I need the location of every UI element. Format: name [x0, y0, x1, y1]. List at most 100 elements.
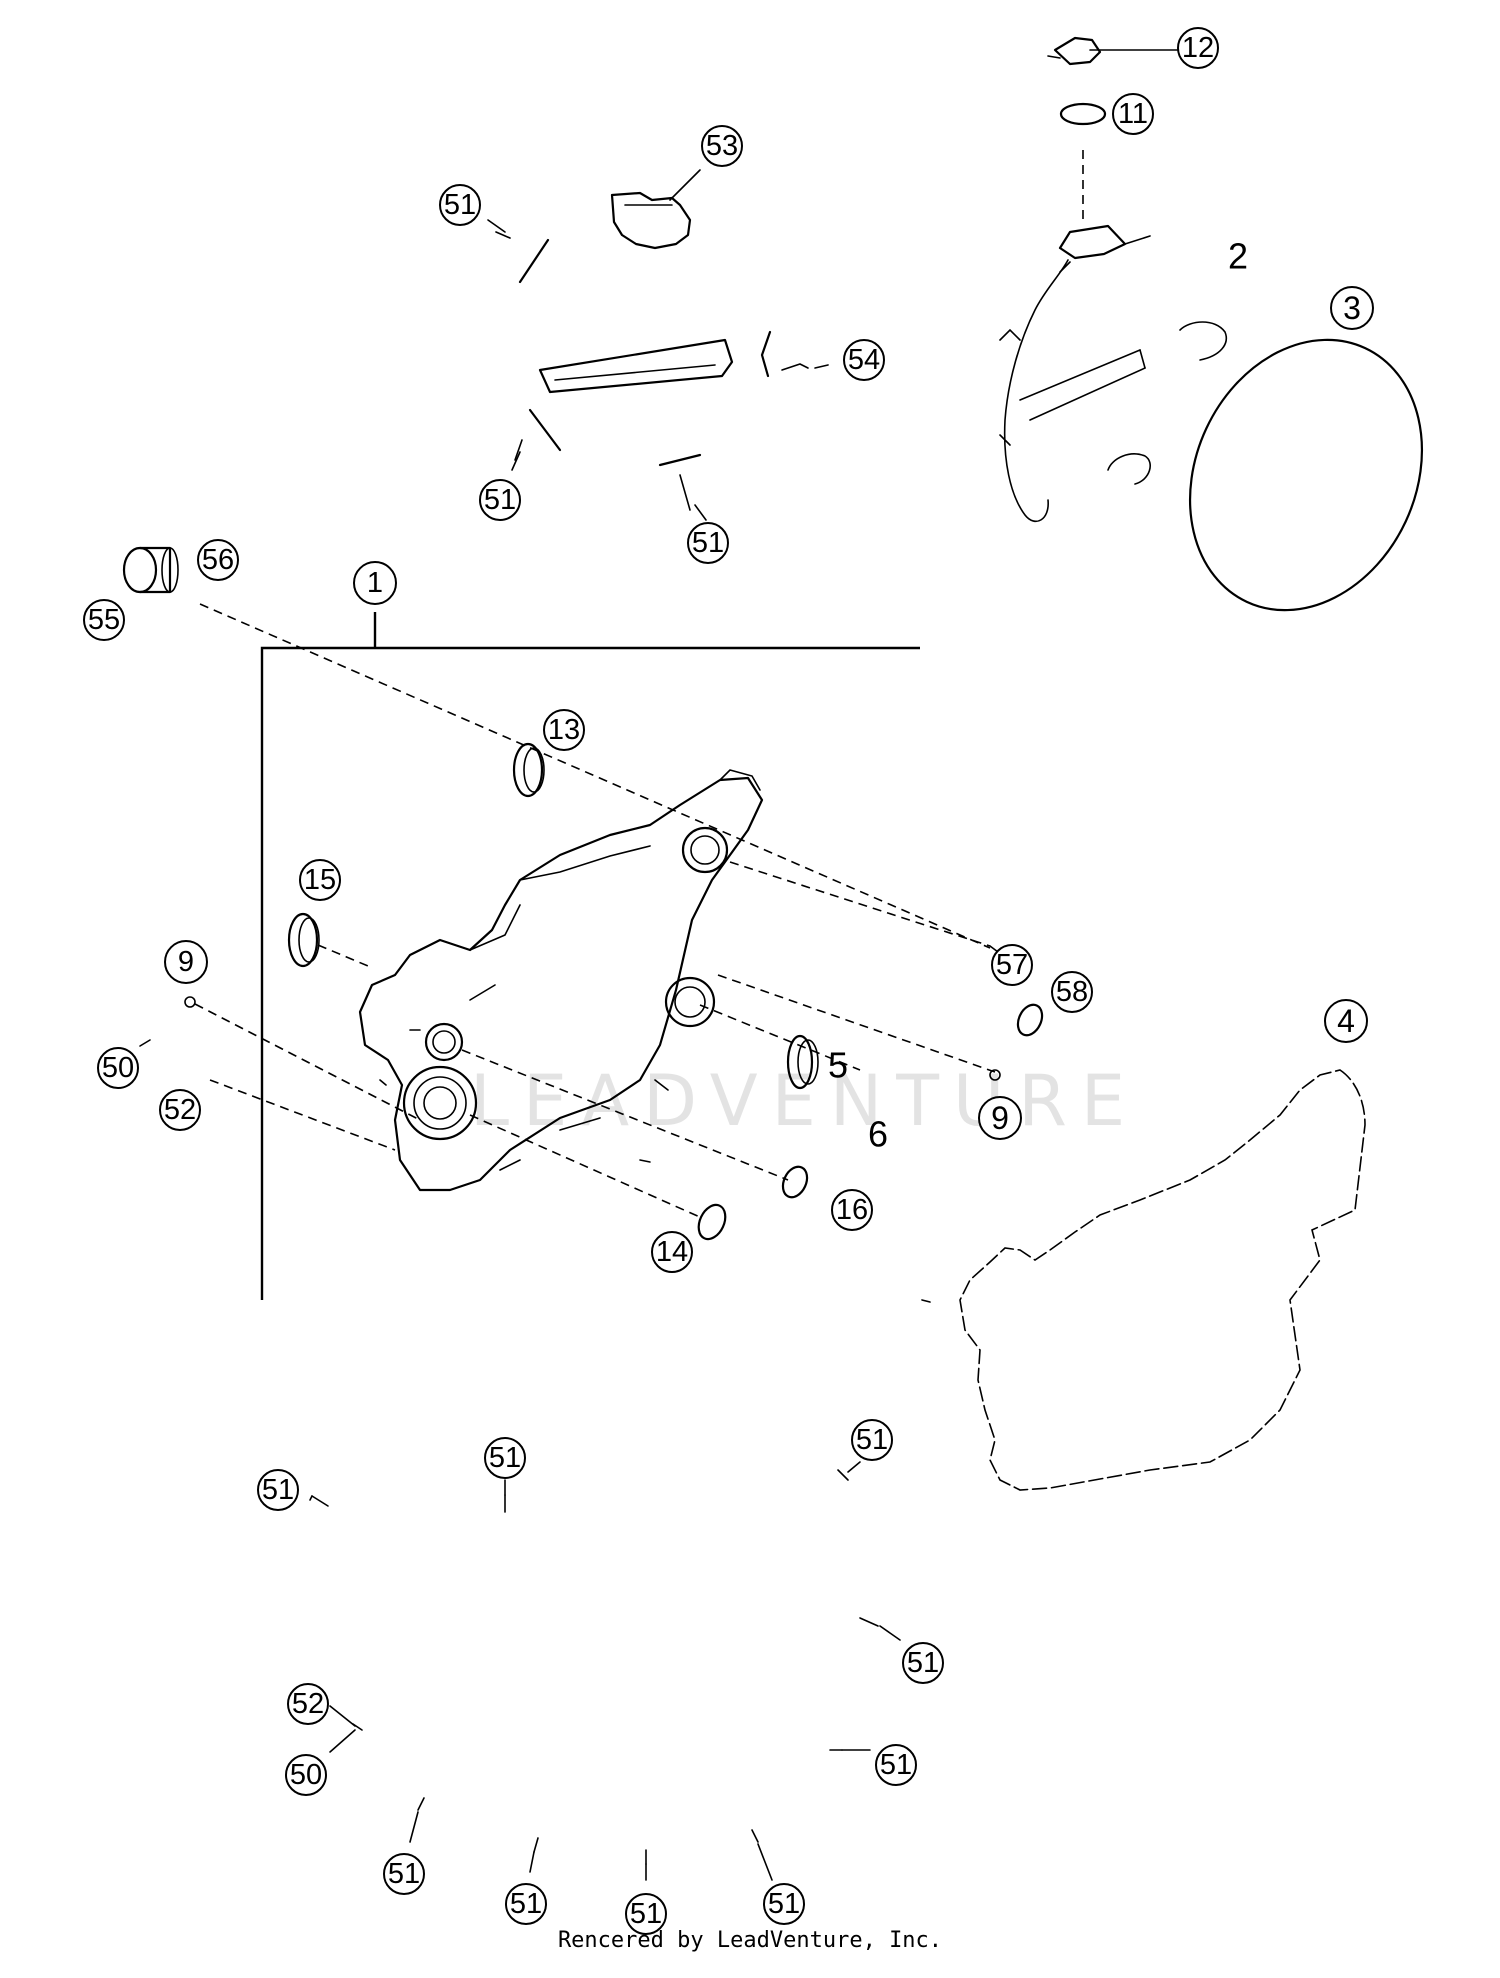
callout-13: 13 [543, 709, 585, 751]
kit-bracket [260, 646, 920, 1300]
svg-text:52: 52 [292, 1688, 324, 1720]
svg-text:52: 52 [164, 1094, 196, 1126]
svg-text:57: 57 [996, 949, 1028, 981]
part-4-cover-gasket [921, 1069, 1366, 1491]
axis-52 [209, 1079, 396, 1151]
svg-text:51: 51 [856, 1424, 888, 1456]
callout-51-b7: 51 [505, 1883, 547, 1925]
callout-51-left: 51 [479, 479, 521, 521]
svg-text:11: 11 [1118, 98, 1148, 130]
callout-53: 53 [701, 125, 743, 167]
callout-15: 15 [299, 859, 341, 901]
svg-text:51: 51 [489, 1442, 521, 1474]
axis-14 [469, 1114, 703, 1219]
render-credit: Rencered by LeadVenture, Inc. [557, 1928, 943, 1953]
svg-text:51: 51 [907, 1647, 939, 1679]
svg-text:50: 50 [290, 1759, 322, 1791]
svg-text:1: 1 [367, 567, 383, 599]
callout-11: 11 [1112, 93, 1154, 135]
callout-51-top: 51 [439, 184, 481, 226]
callout-3: 3 [1330, 286, 1374, 330]
svg-text:56: 56 [202, 544, 234, 576]
svg-text:4: 4 [1337, 1003, 1355, 1039]
svg-text:9: 9 [178, 946, 194, 978]
callout-14: 14 [651, 1231, 693, 1273]
callout-51-b2: 51 [484, 1437, 526, 1479]
callout-52-bottom: 52 [287, 1683, 329, 1725]
part-15-seal [287, 912, 320, 968]
callout-4: 4 [1324, 999, 1368, 1043]
part-16-seal [781, 1165, 809, 1199]
axis-16 [461, 1049, 789, 1181]
callout-9-right: 9 [978, 1096, 1022, 1140]
part-51-bolt-left [514, 408, 562, 461]
part-50-washer-left [139, 1039, 151, 1047]
part-53-cap [610, 191, 692, 250]
callout-51-b3: 51 [851, 1419, 893, 1461]
part-12-plug [1047, 36, 1102, 66]
svg-text:15: 15 [304, 864, 336, 896]
callout-50-bottom: 50 [285, 1754, 327, 1796]
callout-52-left: 52 [159, 1089, 201, 1131]
callout-2: 2 [1228, 236, 1248, 277]
svg-text:51: 51 [484, 484, 516, 516]
part-14-seal [697, 1203, 727, 1241]
part-5-bearing [786, 1034, 819, 1090]
svg-text:53: 53 [706, 130, 738, 162]
part-58-oring [1016, 1003, 1044, 1037]
svg-text:58: 58 [1056, 976, 1088, 1008]
svg-text:51: 51 [692, 527, 724, 559]
svg-text:9: 9 [991, 1100, 1009, 1136]
svg-text:51: 51 [880, 1749, 912, 1781]
part-51-bolt-right [658, 453, 702, 511]
axis-cap [199, 603, 991, 949]
part-13-seal [512, 742, 545, 798]
axis-15 [317, 944, 369, 967]
callout-51-b1: 51 [257, 1469, 299, 1511]
callout-16: 16 [831, 1189, 873, 1231]
part-55-56-cap [122, 546, 179, 594]
callout-57: 57 [991, 944, 1033, 986]
callout-50-left: 50 [97, 1047, 139, 1089]
part-54-clip [760, 330, 809, 378]
svg-text:51: 51 [510, 1888, 542, 1920]
callout-51-b8: 51 [625, 1893, 667, 1935]
svg-text:13: 13 [548, 714, 580, 746]
svg-text:51: 51 [444, 189, 476, 221]
callout-58: 58 [1051, 971, 1093, 1013]
svg-text:51: 51 [630, 1898, 662, 1930]
callout-9-left: 9 [164, 940, 208, 984]
callout-51-b9: 51 [763, 1883, 805, 1925]
callout-1: 1 [353, 561, 397, 605]
callout-6: 6 [868, 1114, 888, 1155]
svg-text:51: 51 [768, 1888, 800, 1920]
callout-51-b5: 51 [875, 1744, 917, 1786]
part-11-oring [1059, 102, 1107, 126]
part-51-bolt-top [495, 231, 550, 284]
leader-lines [309, 49, 1181, 1881]
callout-12: 12 [1177, 27, 1219, 69]
svg-text:55: 55 [88, 604, 120, 636]
callout-51-b4: 51 [902, 1642, 944, 1684]
axis-5-6 [699, 1004, 861, 1071]
svg-text:54: 54 [848, 344, 880, 376]
svg-text:3: 3 [1343, 290, 1361, 326]
axis-57 [729, 861, 991, 947]
callout-56: 56 [197, 539, 239, 581]
svg-text:14: 14 [656, 1236, 688, 1268]
callout-51-b6: 51 [383, 1853, 425, 1895]
bolts-bottom [311, 1469, 879, 1865]
part-2-clutch-cover [999, 224, 1227, 523]
axis-9-right [717, 974, 996, 1073]
watermark: LEADVENTURE [470, 1060, 1139, 1142]
part-3-gasket-ring [1188, 338, 1424, 612]
svg-text:51: 51 [262, 1474, 294, 1506]
svg-text:16: 16 [836, 1194, 868, 1226]
axis-9-left [194, 1003, 421, 1121]
crankcase-cover [358, 769, 764, 1192]
callout-55: 55 [83, 599, 125, 641]
callout-51-right: 51 [687, 522, 729, 564]
part-9-ball-left [184, 996, 196, 1008]
callout-54: 54 [843, 339, 885, 381]
